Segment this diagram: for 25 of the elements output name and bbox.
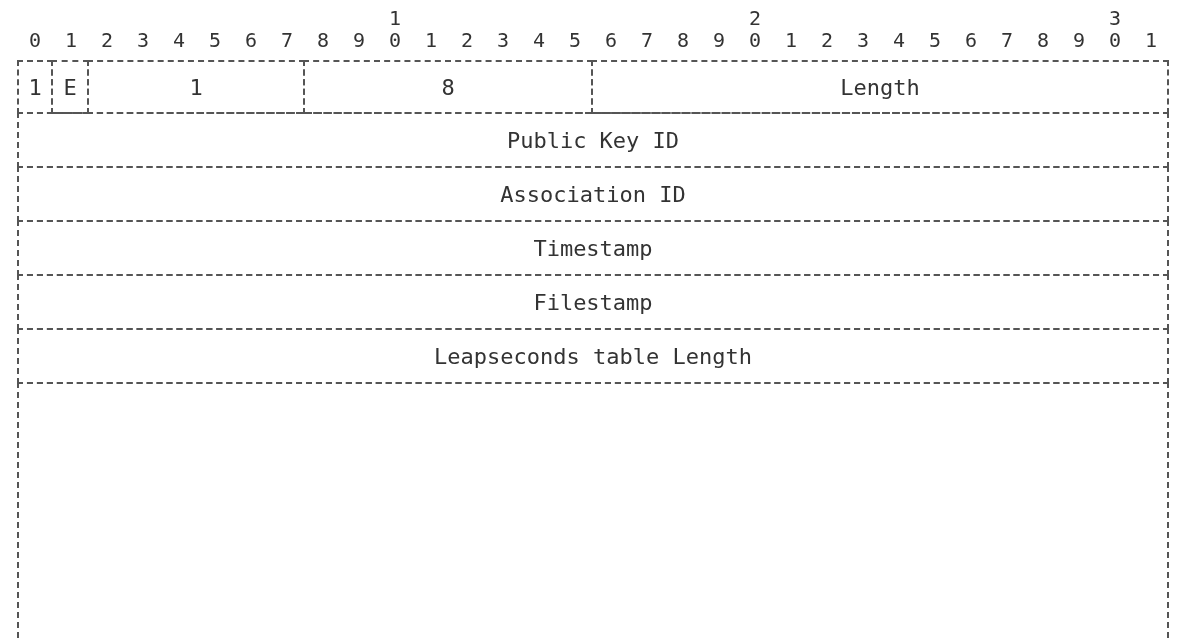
packet-field (17, 328, 1169, 384)
field-name: E (63, 74, 77, 100)
field-name: Association ID (500, 181, 686, 207)
packet-field (591, 60, 1169, 114)
packet-field (17, 166, 1169, 222)
field-name: 1 (28, 74, 42, 100)
packet-field (17, 60, 53, 114)
packet-field (17, 220, 1169, 276)
bit-number: 2 (749, 6, 762, 30)
field-name: Public Key ID (506, 127, 680, 153)
field-name: Filestamp (533, 289, 653, 315)
packet-field (51, 60, 89, 114)
packet-field (17, 274, 1169, 330)
field-name: Length (840, 74, 920, 100)
bit-number: 0 1 2 3 4 5 6 7 8 9 0 1 2 3 4 5 6 7 8 9 0 1 2 3 4 5 6 7 8 9 0 1 (29, 28, 1164, 52)
packet-field (17, 112, 1169, 168)
packet-field (303, 60, 593, 114)
field-name: Timestamp (533, 235, 653, 261)
packet-field (87, 60, 305, 114)
field-name: Leapseconds table Length (434, 343, 752, 369)
empty-field (17, 382, 1169, 638)
bit-number: 3 (1109, 6, 1122, 30)
field-name: 1 (189, 74, 203, 100)
field-name: 8 (441, 74, 455, 100)
bit-number: 1 (389, 6, 402, 30)
